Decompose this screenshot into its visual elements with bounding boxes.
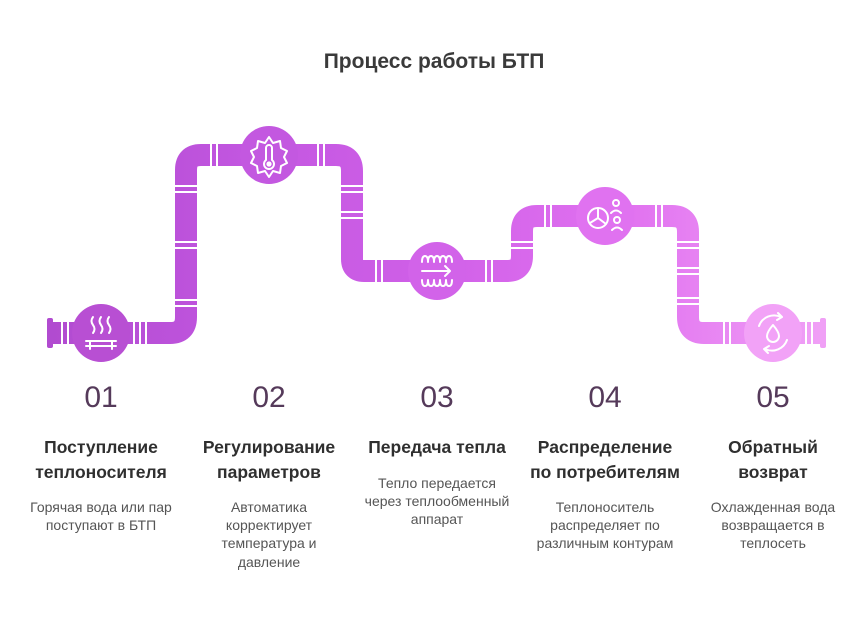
icon-circle-2 xyxy=(240,126,298,184)
icon-circle-4 xyxy=(576,187,634,245)
pipe-end-left xyxy=(47,318,53,348)
pipe-end-right xyxy=(820,318,826,348)
pipe-couplings xyxy=(61,141,813,347)
step-4: 04 Распределение по потребителям Теплоно… xyxy=(526,383,684,553)
step-number: 03 xyxy=(420,381,454,414)
icon-circle-5 xyxy=(744,304,802,362)
step-heading: Поступление теплоносителя xyxy=(35,437,167,482)
step-3: 03 Передача тепла Тепло передается через… xyxy=(358,383,516,528)
step-number: 02 xyxy=(252,381,286,414)
distribution-users-icon xyxy=(587,199,623,231)
step-5: 05 Обратный возврат Охлажденная вода воз… xyxy=(694,383,852,553)
step-heading: Распределение по потребителям xyxy=(530,437,680,482)
step-description: Теплоноситель распределяет по различным … xyxy=(536,499,674,552)
step-2: 02 Регулирование параметров Автоматика к… xyxy=(190,383,348,571)
step-description: Автоматика корректирует температура и да… xyxy=(221,499,317,570)
step-description: Горячая вода или пар поступают в БТП xyxy=(30,499,172,534)
thermometer-gear-icon xyxy=(250,136,288,178)
step-description: Тепло передается через теплообменный апп… xyxy=(364,474,510,527)
step-number: 04 xyxy=(588,381,622,414)
step-1: 01 Поступление теплоносителя Горячая вод… xyxy=(22,383,180,534)
step-number: 01 xyxy=(84,381,118,414)
diagram-title: Процесс работы БТП xyxy=(323,50,545,73)
step-heading: Передача тепла xyxy=(368,437,506,457)
heat-exchanger-icon xyxy=(421,255,453,287)
steam-heater-icon xyxy=(85,316,117,350)
step-heading: Регулирование параметров xyxy=(202,437,336,482)
step-number: 05 xyxy=(756,381,790,414)
water-return-icon xyxy=(758,312,788,354)
step-heading: Обратный возврат xyxy=(728,437,818,482)
pipe-couplings-vertical xyxy=(172,185,702,307)
step-description: Охлажденная вода возвращается в теплосет… xyxy=(710,499,836,552)
